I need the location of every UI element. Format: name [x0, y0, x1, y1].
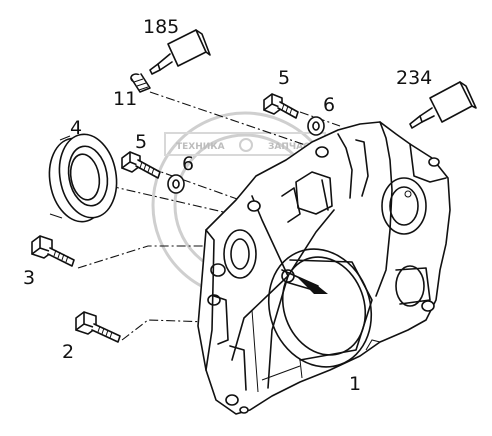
watermark-gear-icon — [239, 138, 253, 152]
callout-5-mid: 5 — [135, 131, 147, 153]
bolt-3 — [31, 235, 75, 267]
callout-6-mid: 6 — [182, 153, 194, 175]
watermark-right-text: ЗАПЧАСТИ — [268, 142, 323, 152]
bolt-2 — [75, 311, 121, 343]
sealant-tube-185 — [149, 29, 211, 75]
callout-4: 4 — [70, 117, 82, 139]
watermark-left-text: ТЕХНИКА — [176, 142, 225, 152]
washer-6-mid — [167, 174, 185, 194]
callout-2: 2 — [62, 341, 74, 363]
callout-185: 185 — [143, 16, 179, 38]
callout-6-upper: 6 — [323, 94, 335, 116]
callout-5-upper: 5 — [278, 67, 290, 89]
oil-seal-4 — [48, 133, 118, 223]
sealant-tube-234 — [409, 81, 477, 129]
callout-labels: 185 234 11 5 6 4 5 6 3 2 1 — [23, 16, 432, 395]
housing-1 — [197, 121, 451, 415]
callout-1: 1 — [349, 373, 361, 395]
callout-11: 11 — [113, 88, 137, 110]
bolt-5-mid — [121, 151, 161, 179]
plug-11 — [130, 73, 151, 93]
bolt-5-upper — [263, 93, 299, 119]
callout-234: 234 — [396, 67, 432, 89]
callout-3: 3 — [23, 267, 35, 289]
washer-6-upper — [307, 116, 325, 136]
